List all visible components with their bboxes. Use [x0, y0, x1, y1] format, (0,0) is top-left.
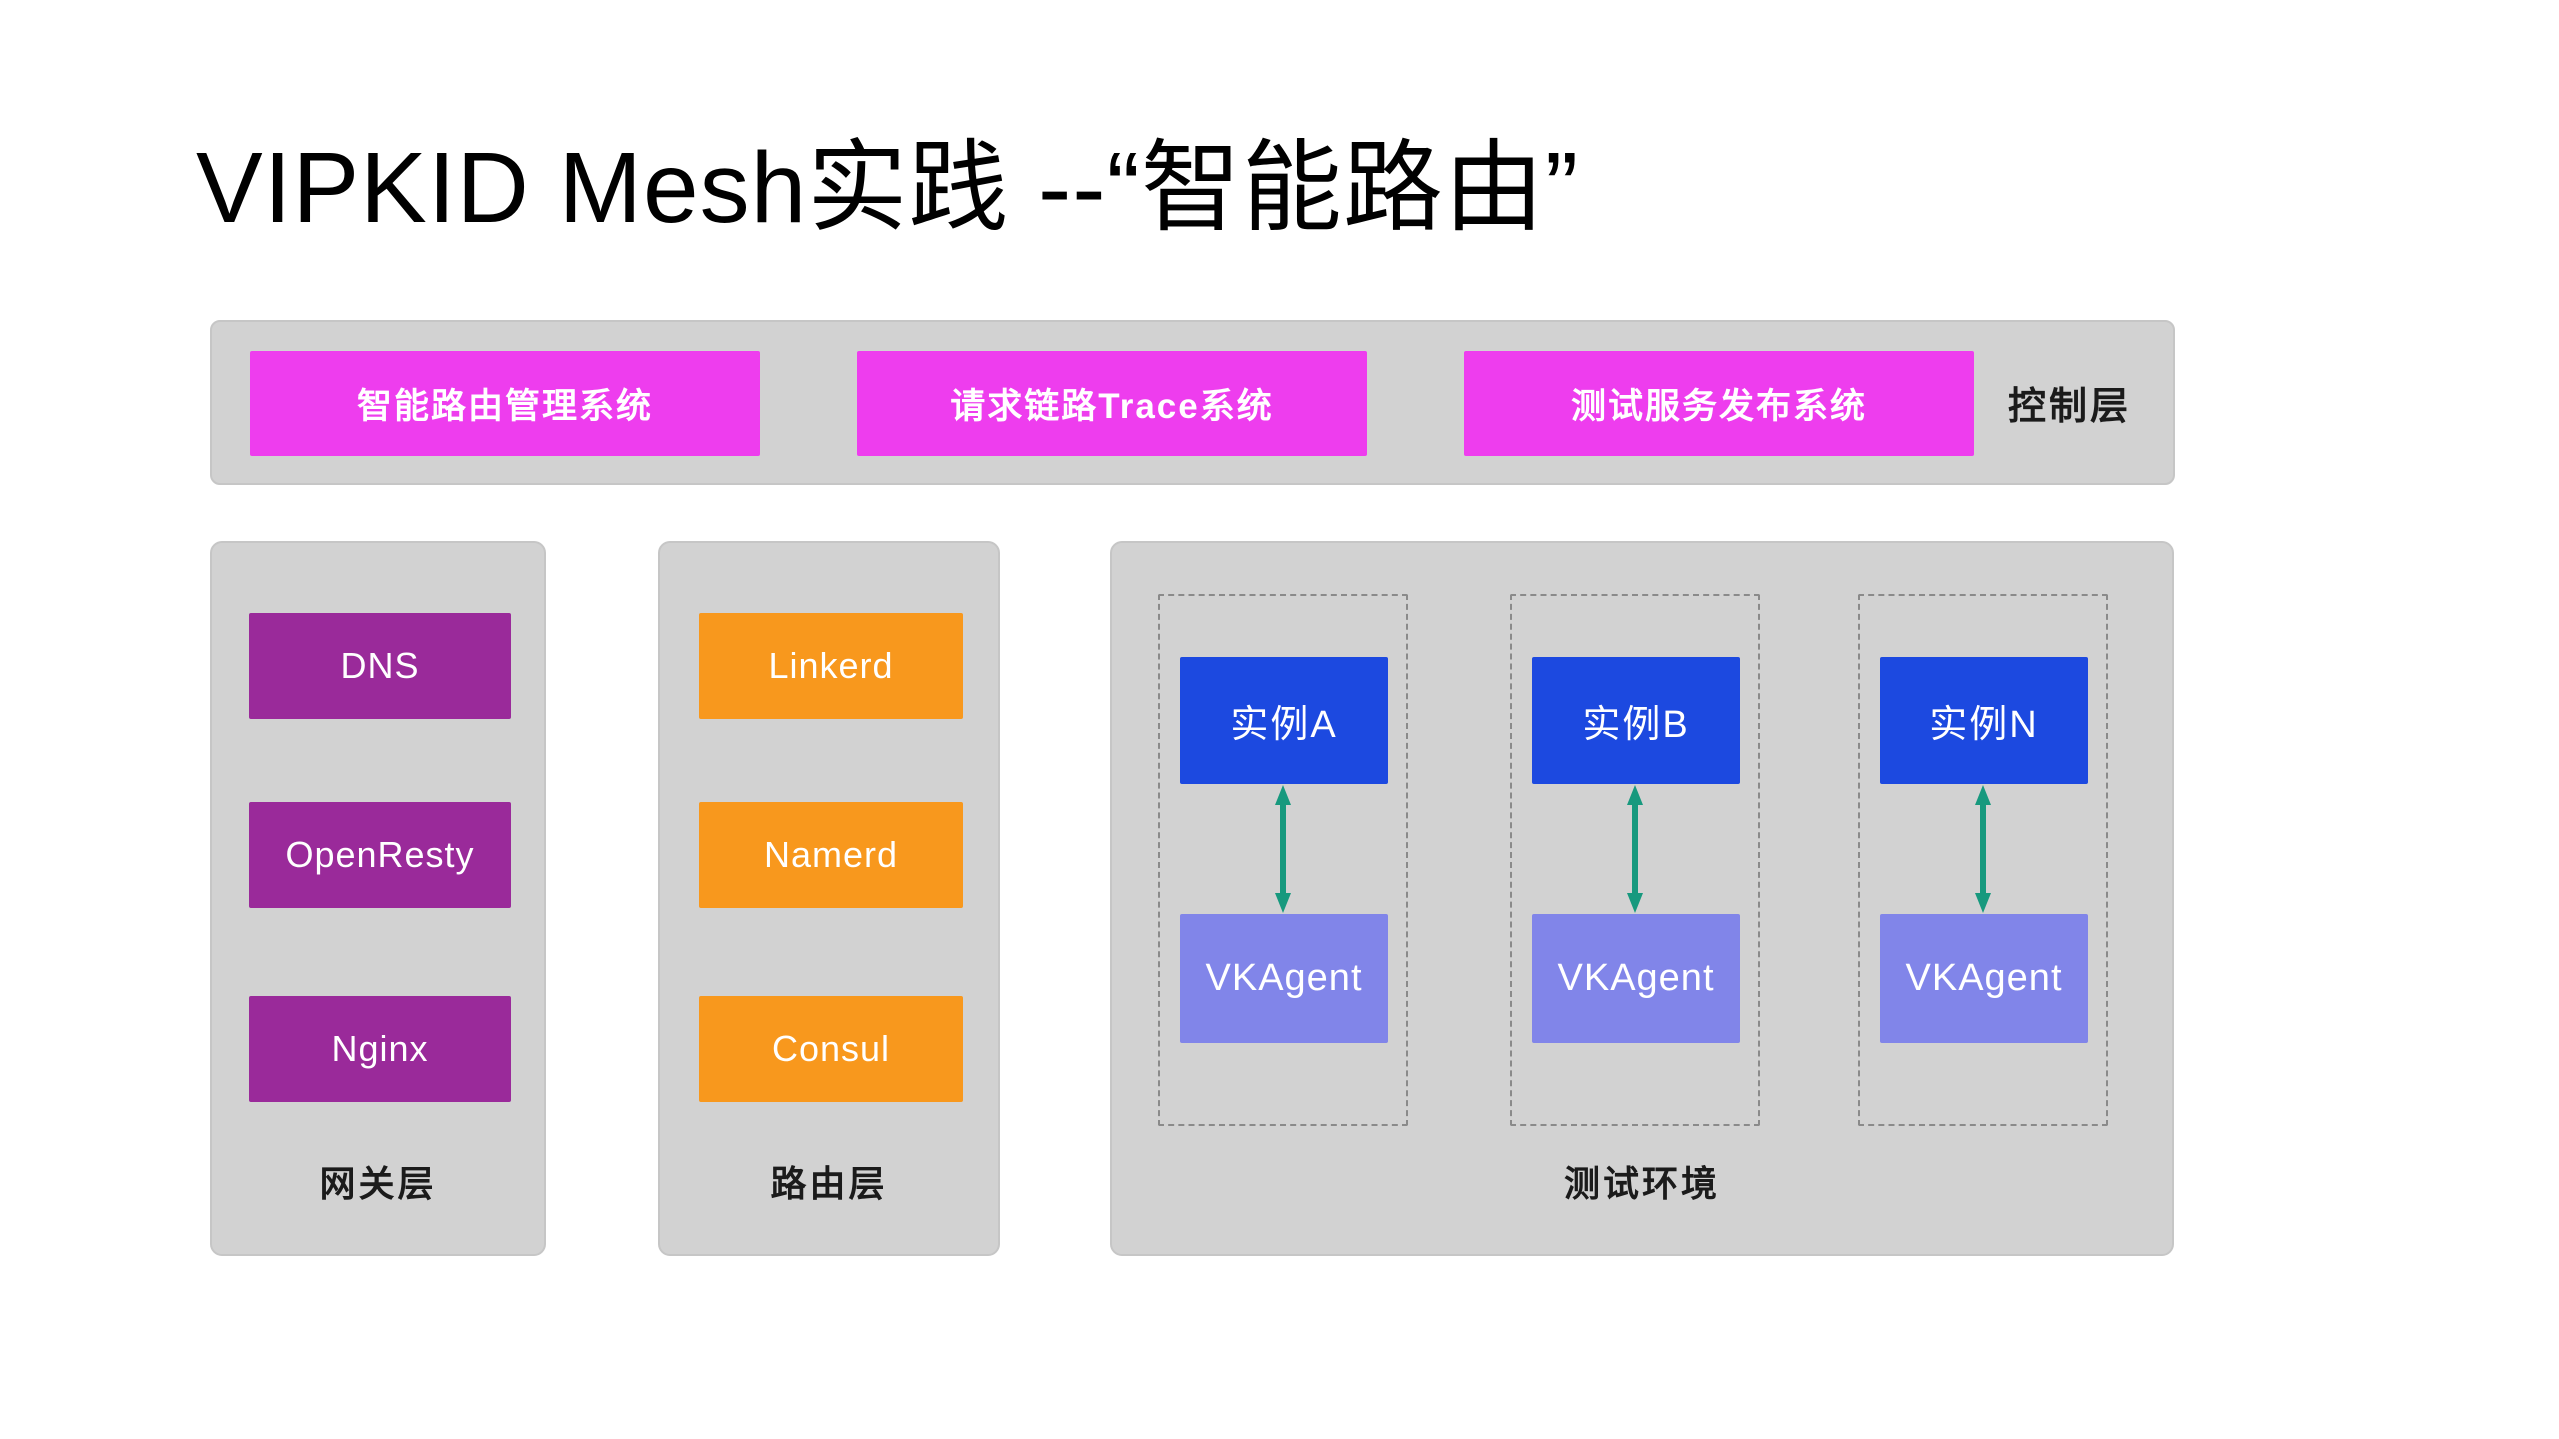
page-title: VIPKID Mesh实践 --“智能路由”: [196, 132, 1580, 244]
component-box-openresty: OpenResty: [249, 802, 511, 908]
control-layer-panel: 智能路由管理系统 请求链路Trace系统 测试服务发布系统 控制层: [210, 320, 2175, 485]
component-box-nginx: Nginx: [249, 996, 511, 1102]
component-box-linkerd: Linkerd: [699, 613, 963, 719]
bidirectional-arrow-icon: [1627, 785, 1643, 913]
instance-box-a: 实例A: [1180, 657, 1388, 784]
control-layer-label: 控制层: [2007, 386, 2131, 428]
test-environment-label: 测试环境: [1563, 1163, 1720, 1204]
instance-group-b: 实例B VKAgent: [1510, 594, 1760, 1126]
test-environment-panel: 实例A VKAgent 实例B VKAgent 实例N: [1110, 541, 2174, 1256]
instance-box-n: 实例N: [1880, 657, 2088, 784]
gateway-layer-panel: DNS OpenResty Nginx 网关层: [210, 541, 546, 1256]
bidirectional-arrow-icon: [1275, 785, 1291, 913]
component-box-namerd: Namerd: [699, 802, 963, 908]
system-box-test-publish: 测试服务发布系统: [1464, 351, 1974, 456]
instance-group-a: 实例A VKAgent: [1158, 594, 1408, 1126]
system-box-smart-routing-mgmt: 智能路由管理系统: [250, 351, 760, 456]
vkagent-box-n: VKAgent: [1880, 914, 2088, 1043]
instance-group-n: 实例N VKAgent: [1858, 594, 2108, 1126]
vkagent-box-b: VKAgent: [1532, 914, 1740, 1043]
gateway-layer-label: 网关层: [319, 1163, 437, 1204]
component-box-dns: DNS: [249, 613, 511, 719]
system-box-trace: 请求链路Trace系统: [857, 351, 1367, 456]
routing-layer-panel: Linkerd Namerd Consul 路由层: [658, 541, 1000, 1256]
bidirectional-arrow-icon: [1975, 785, 1991, 913]
vkagent-box-a: VKAgent: [1180, 914, 1388, 1043]
component-box-consul: Consul: [699, 996, 963, 1102]
routing-layer-label: 路由层: [770, 1163, 888, 1204]
instance-box-b: 实例B: [1532, 657, 1740, 784]
